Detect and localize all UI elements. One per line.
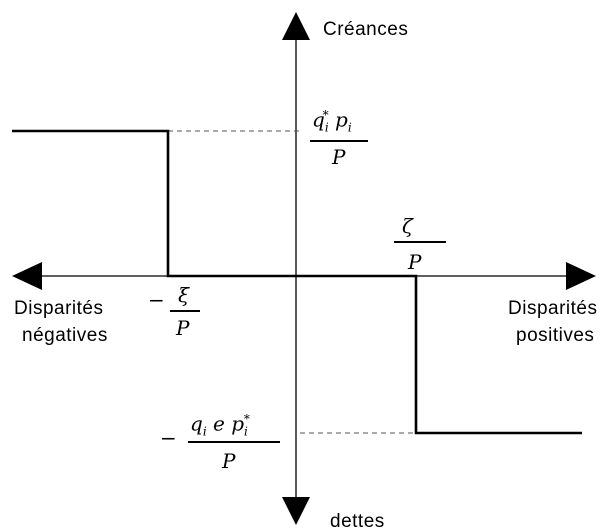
xi-fraction-numerator: ξ [178, 283, 190, 307]
x-axis-right-arrow [566, 262, 596, 290]
bottom-fraction-denominator: P [222, 449, 236, 473]
top-fraction-denominator: P [332, 145, 346, 169]
xi-fraction: ξ P [168, 285, 202, 345]
xi-fraction-denominator: P [176, 316, 190, 340]
y-axis-top-arrow [282, 12, 310, 40]
zeta-fraction-denominator: P [408, 250, 422, 274]
top-fraction: qi* pi P [308, 100, 370, 170]
bottom-fraction-sign: − [160, 426, 177, 450]
y-top-label: Créances [323, 19, 409, 40]
x-left-label-line2: négatives [22, 325, 108, 346]
zeta-fraction: ζ P [392, 212, 448, 274]
xi-fraction-sign: − [148, 288, 165, 312]
y-axis-bottom-arrow [282, 497, 310, 525]
step-function-line [12, 129, 582, 435]
zeta-fraction-numerator: ζ [402, 214, 413, 238]
xi-fraction-bar [170, 310, 200, 312]
top-fraction-numerator: qi* pi [312, 107, 352, 135]
bottom-fraction-bar [188, 441, 280, 443]
x-axis-left-arrow [12, 262, 42, 290]
zeta-fraction-bar [394, 241, 446, 243]
x-right-label-line2: positives [516, 325, 595, 346]
bottom-fraction: qi e pi* P [186, 404, 282, 476]
y-bottom-label: dettes [330, 511, 385, 532]
top-fraction-bar [310, 140, 368, 142]
x-right-label-line1: Disparités [508, 298, 598, 319]
x-left-label-line1: Disparités [14, 298, 104, 319]
bottom-fraction-numerator: qi e pi* [190, 411, 250, 439]
